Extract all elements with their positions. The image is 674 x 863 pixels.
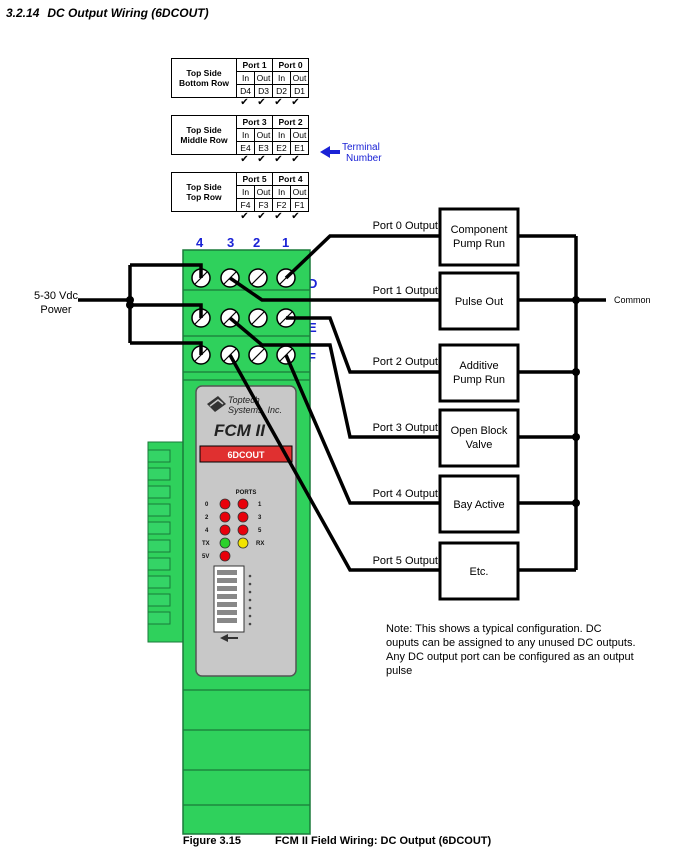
power-label: Power	[40, 304, 72, 316]
column-number: 4	[196, 235, 204, 250]
port-output-label: Port 1 Output	[373, 285, 438, 297]
check-mark: ✔	[274, 97, 283, 108]
check-mark: ✔	[291, 97, 300, 108]
card-label: 6DCOUT	[227, 450, 265, 460]
section-title: DC Output Wiring (6DCOUT)	[47, 6, 209, 20]
check-mark: ✔	[257, 211, 266, 222]
check-mark: ✔	[240, 97, 249, 108]
card-badge	[199, 445, 293, 463]
terminal-id: D1	[290, 84, 309, 98]
port-output-label: Port 2 Output	[373, 356, 438, 368]
check-row: ✔ ✔ ✔ ✔	[236, 97, 304, 108]
check-mark: ✔	[240, 154, 249, 165]
device-label: Etc.	[470, 566, 489, 578]
figure-number: Figure 3.15	[182, 835, 241, 847]
led-red	[237, 524, 249, 536]
column-number: 1	[282, 235, 289, 250]
row-letter: E	[308, 320, 317, 335]
check-mark: ✔	[291, 154, 300, 165]
check-mark: ✔	[274, 154, 283, 165]
device-label: Bay Active	[453, 499, 504, 511]
device-label: Additive	[459, 360, 498, 372]
check-row: ✔ ✔ ✔ ✔	[236, 211, 304, 222]
led-green	[219, 537, 231, 549]
port-output-label: Port 4 Output	[373, 488, 438, 500]
led-label: 1	[258, 502, 262, 508]
port-output-label: Port 0 Output	[373, 220, 438, 232]
led-label: 2	[205, 515, 209, 521]
led-label: 5V	[202, 554, 209, 560]
led-yellow	[237, 537, 249, 549]
check-mark: ✔	[291, 211, 300, 222]
wires	[78, 234, 606, 572]
led-label: TX	[202, 541, 210, 547]
section-number: 3.2.14	[6, 6, 40, 20]
terminal-number-callout: Terminal Number	[320, 142, 382, 164]
device-label: Pump Run	[453, 374, 505, 386]
led-label: 0	[205, 502, 209, 508]
terminal-id: F1	[290, 198, 309, 212]
check-mark: ✔	[257, 97, 266, 108]
column-number: 3	[227, 235, 234, 250]
device-box	[438, 474, 520, 534]
led-label: 5	[258, 528, 262, 534]
check-mark: ✔	[240, 211, 249, 222]
row-letter: D	[308, 276, 317, 291]
led-label: 4	[205, 528, 209, 534]
device-box	[438, 207, 520, 267]
section-heading: 3.2.14 DC Output Wiring (6DCOUT)	[6, 6, 209, 20]
device-label: Pulse Out	[455, 296, 503, 308]
terminal-id: E4	[236, 141, 255, 155]
arrow-left-icon	[320, 146, 340, 158]
check-row: ✔ ✔ ✔ ✔	[236, 154, 304, 165]
led-red	[219, 498, 231, 510]
led-label: 3	[258, 515, 262, 521]
led-red	[219, 524, 231, 536]
io-header: Out	[290, 71, 309, 85]
note-text: Note: This shows a typical configuration…	[386, 623, 636, 677]
arrow-left-icon	[220, 634, 238, 642]
brand-line1: Toptech	[228, 395, 260, 405]
figure-title: FCM II Field Wiring: DC Output (6DCOUT)	[274, 835, 492, 847]
column-number: 2	[253, 235, 260, 250]
led-red	[219, 511, 231, 523]
device-box	[438, 271, 520, 331]
device-label: Pump Run	[453, 238, 505, 250]
common-label: Common	[614, 295, 651, 305]
device-label: Valve	[466, 439, 493, 451]
model-name: FCM II	[214, 421, 266, 440]
check-mark: ✔	[274, 211, 283, 222]
port-output-label: Port 5 Output	[373, 555, 438, 567]
terminal-id: E1	[290, 141, 309, 155]
terminal-id: E3	[254, 141, 273, 155]
fcm-module: Toptech Systems, Inc. FCM II 6DCOUT PORT…	[182, 249, 311, 835]
callout-line1: Terminal	[342, 142, 380, 153]
device-label: Component	[451, 224, 508, 236]
led-label: RX	[256, 541, 264, 547]
side-connector	[147, 441, 184, 643]
leds-title: PORTS	[236, 490, 257, 496]
figure-caption: Figure 3.15 FCM II Field Wiring: DC Outpu…	[0, 835, 674, 847]
toptech-logo-icon	[207, 396, 226, 412]
device-label: Open Block	[451, 425, 508, 437]
check-mark: ✔	[257, 154, 266, 165]
brand-line2: Systems, Inc.	[228, 405, 282, 415]
device-box	[438, 541, 520, 601]
port-output-label: Port 3 Output	[373, 422, 438, 434]
led-red	[237, 498, 249, 510]
row-letter: F	[308, 350, 316, 365]
callout-line2: Number	[346, 153, 382, 164]
led-red	[219, 550, 231, 562]
led-red	[237, 511, 249, 523]
device-box	[438, 343, 520, 403]
device-box	[438, 408, 520, 468]
power-label: 5-30 Vdc	[34, 290, 79, 302]
